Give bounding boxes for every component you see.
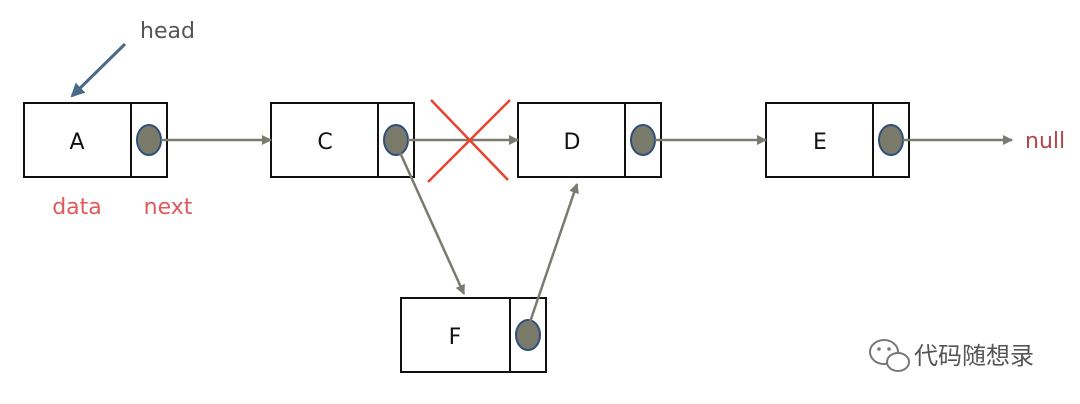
null-label: null: [1025, 129, 1065, 154]
watermark: 代码随想录: [869, 339, 1034, 372]
node-d-next-pointer: [630, 124, 656, 156]
head-label: head: [140, 19, 195, 44]
arrow-f-to-d: [528, 183, 579, 323]
node-f: F: [400, 297, 547, 373]
node-a-next-pointer: [136, 124, 162, 156]
watermark-text: 代码随想录: [914, 342, 1034, 370]
node-c-next-pointer: [383, 124, 409, 156]
wechat-icon: [869, 339, 910, 372]
node-f-next-pointer: [515, 319, 541, 351]
next-field-label: next: [144, 195, 193, 220]
node-c: C: [270, 102, 415, 178]
node-d: D: [517, 102, 662, 178]
head-arrow: [70, 42, 127, 98]
data-field-label: data: [52, 195, 102, 220]
node-e-label: E: [813, 130, 827, 155]
node-a-label: A: [69, 130, 84, 155]
arrow-c-to-f: [396, 147, 466, 295]
node-d-label: D: [564, 130, 581, 155]
node-e-next-pointer: [878, 124, 904, 156]
node-c-label: C: [317, 130, 332, 155]
node-e: E: [765, 102, 910, 178]
node-a: A: [23, 102, 168, 178]
removed-link-cross: [427, 99, 511, 183]
node-f-label: F: [449, 325, 462, 350]
